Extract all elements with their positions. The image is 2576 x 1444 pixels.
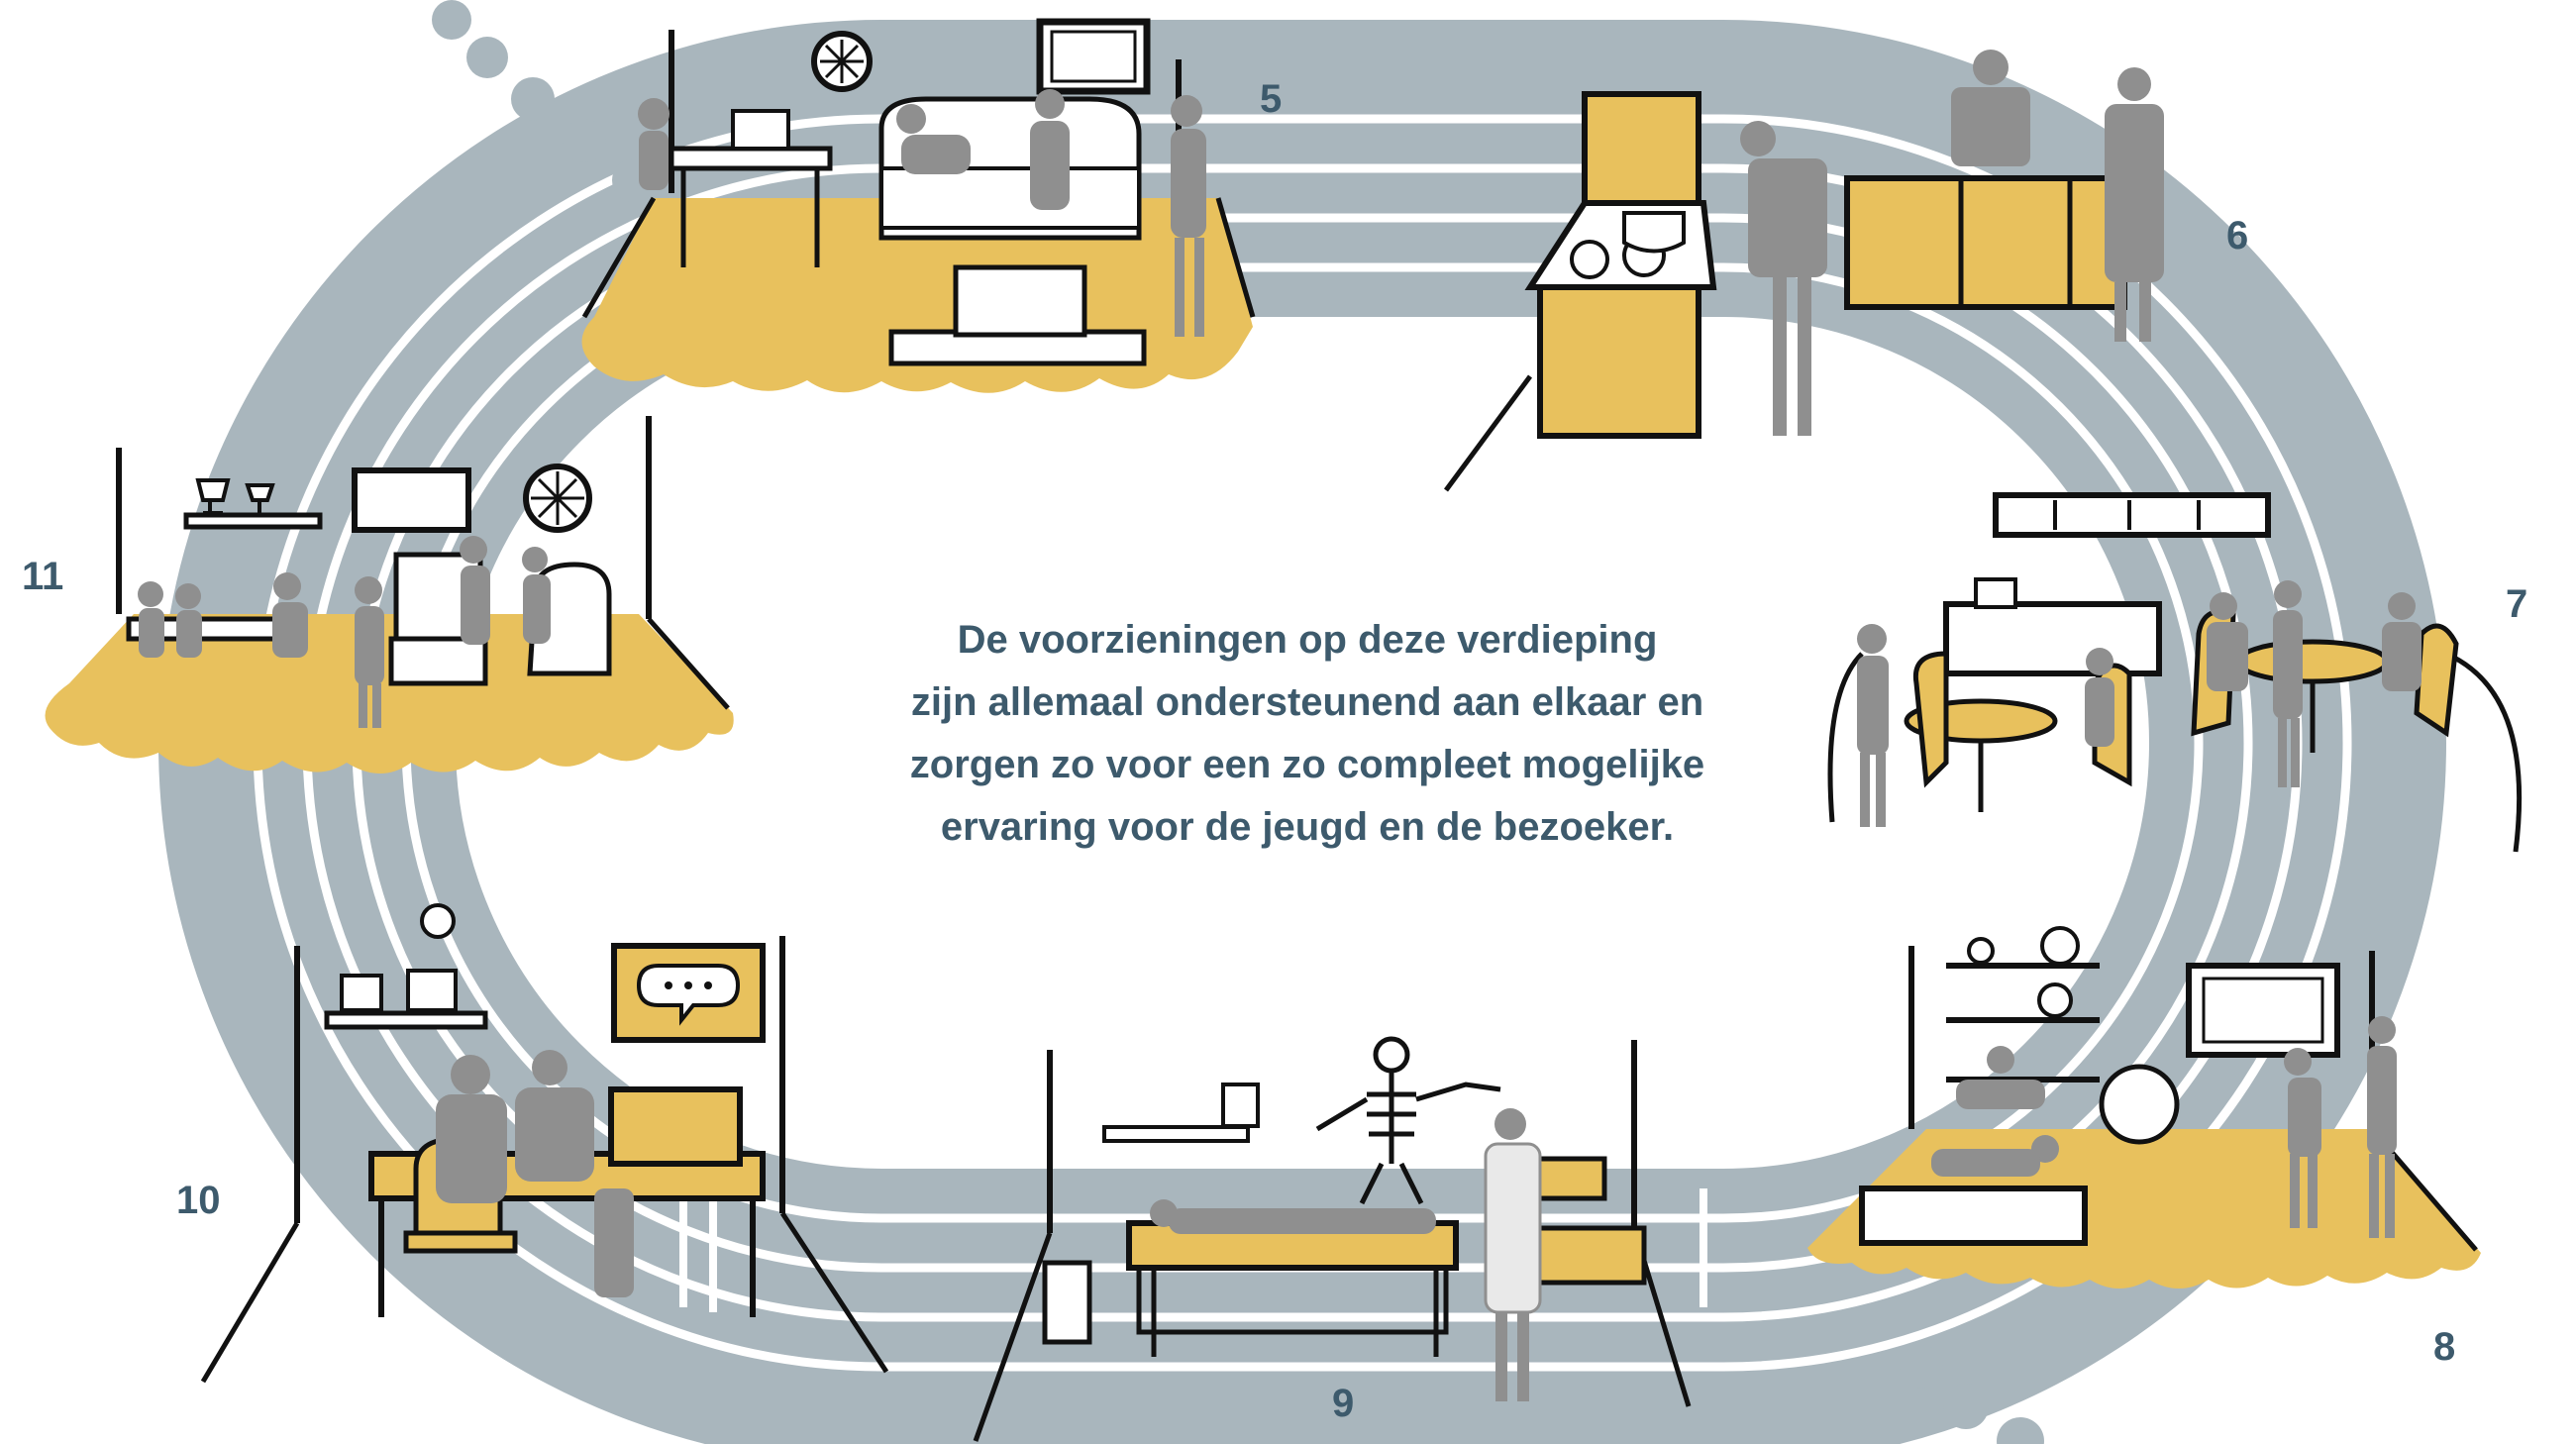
zone-number-6: 6 — [2226, 214, 2249, 258]
person — [1150, 1108, 1542, 1401]
zone-8-gym — [1807, 926, 2481, 1289]
cooking-pot — [1622, 211, 1686, 254]
table — [2235, 639, 2390, 684]
chair — [1912, 651, 1949, 788]
person — [1857, 580, 2421, 827]
chair — [2414, 623, 2459, 738]
zone-number-7: 7 — [2506, 582, 2528, 626]
yoga-mat — [1859, 1186, 2088, 1246]
exercise-ball — [2099, 1064, 2180, 1145]
island-counter — [1844, 175, 2127, 310]
picture-frame — [352, 467, 471, 533]
wall-shelf — [183, 512, 323, 530]
mirror — [2186, 963, 2340, 1058]
bin — [1042, 1260, 1092, 1345]
side-table — [1532, 1225, 1647, 1286]
trophy — [245, 483, 275, 513]
tv — [953, 264, 1087, 338]
shelf — [1102, 1125, 1250, 1143]
zone-6-kitchen — [1443, 50, 2164, 492]
person — [1740, 50, 2164, 436]
zone-number-8: 8 — [2433, 1325, 2456, 1369]
desk — [669, 146, 833, 171]
trophy — [195, 478, 231, 515]
person — [138, 536, 551, 728]
wall-shelf — [1993, 492, 2271, 538]
dotted-path-bottom — [1900, 1345, 2044, 1444]
zone-7-cafe — [1827, 492, 2523, 853]
person — [1931, 1016, 2397, 1238]
intro-line: De voorzieningen op deze verdieping — [957, 618, 1658, 662]
zone-9-physio — [973, 1036, 1692, 1442]
intro-line: zijn allemaal ondersteunend aan elkaar e… — [910, 680, 1704, 724]
intro-line: ervaring voor de jeugd en de bezoeker. — [940, 805, 1675, 849]
zone-10-office — [200, 903, 889, 1384]
counter — [1943, 601, 2162, 676]
zone-number-9: 9 — [1332, 1382, 1355, 1425]
person — [436, 1050, 634, 1297]
plant-pot — [406, 969, 458, 1012]
monitor — [608, 1086, 743, 1167]
plant-shelf — [324, 1010, 488, 1030]
skeleton — [1315, 1036, 1501, 1205]
intro-text: De voorzieningen op deze verdieping zijn… — [832, 609, 1783, 859]
picture-frame — [1036, 18, 1151, 95]
zone-11-lounge — [45, 416, 734, 774]
zone-number-10: 10 — [176, 1179, 221, 1222]
person — [638, 89, 1206, 337]
zone-number-11: 11 — [22, 555, 64, 598]
plant-pot — [340, 974, 383, 1012]
intro-line: zorgen zo voor een zo compleet mogelijke — [909, 743, 1705, 786]
zone-number-5: 5 — [1260, 77, 1283, 121]
zone-5-living-room — [581, 18, 1256, 393]
